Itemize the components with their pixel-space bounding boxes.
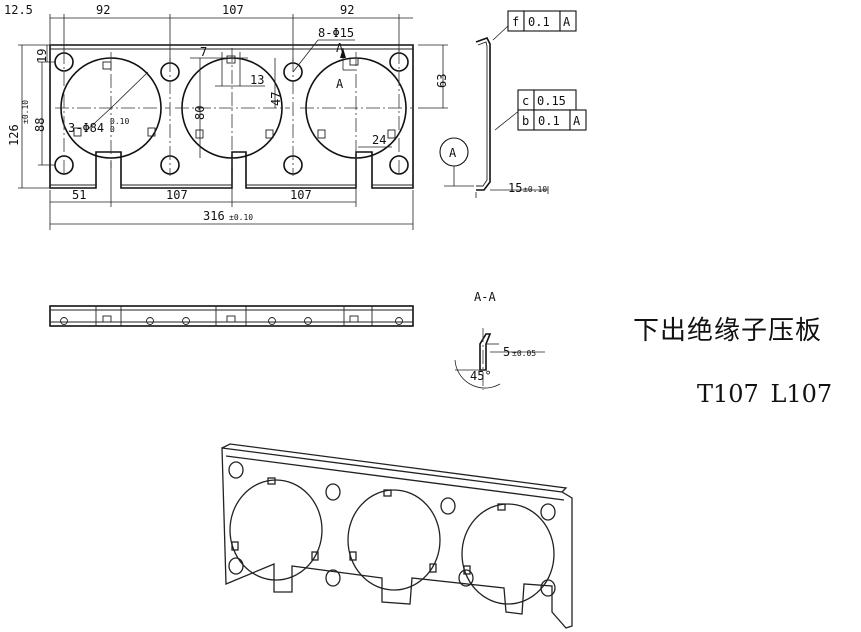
dim-80: 80	[193, 106, 207, 120]
dim-126: 126	[7, 124, 21, 146]
dim-top-92a: 92	[96, 3, 110, 17]
dim-88: 88	[33, 118, 47, 132]
hole-tabs	[73, 55, 396, 139]
dim-bottom-107b: 107	[290, 188, 312, 202]
dim-19: 19	[35, 49, 49, 63]
dim-3phi84-tol: 0.10	[110, 117, 129, 126]
dim-bottom-107a: 107	[166, 188, 188, 202]
center-lines	[55, 48, 412, 176]
tolerance-frame-profile: c 0.15	[517, 89, 577, 111]
dim-126-tol: ±0.10	[21, 100, 30, 124]
dim-bottom-51: 51	[72, 188, 86, 202]
dim-63: 63	[435, 74, 449, 88]
dim-13: 13	[250, 73, 264, 87]
tolerance-frame-flatness: f 0.1 A	[507, 10, 577, 32]
svg-text:0.1: 0.1	[528, 15, 550, 29]
svg-text:b: b	[522, 114, 529, 128]
section-a-a: A-A 5 ±0.05 45°	[454, 290, 545, 390]
dim-3phi84-tol-lower: 0	[110, 125, 115, 134]
dim-7: 7	[200, 45, 207, 59]
section-arrow-bottom: A	[336, 77, 344, 91]
datum-label: A	[449, 146, 457, 160]
svg-text:c: c	[522, 94, 529, 108]
front-view	[49, 44, 414, 189]
dim-overall-tol: ±0.10	[229, 213, 253, 222]
dim-47: 47	[269, 92, 283, 106]
dimension-text: 12.5 92 107 92 19 126 ±0.10 88 8-Φ15 7 1…	[4, 3, 449, 223]
dim-top-107: 107	[222, 3, 244, 17]
iso-hole-2	[347, 489, 441, 591]
plate-outline	[49, 44, 414, 189]
svg-text:A: A	[563, 15, 571, 29]
iso-hole-1	[229, 479, 323, 581]
dim-flange: 15	[508, 181, 522, 195]
isometric-view	[221, 443, 573, 629]
dim-24: 24	[372, 133, 386, 147]
dim-3phi84: 3-Φ84	[68, 121, 104, 135]
dim-top-92b: 92	[340, 3, 354, 17]
dimension-lines	[18, 14, 448, 230]
dim-overall: 316	[203, 209, 225, 223]
dim-lip: 5	[503, 345, 510, 359]
dim-flange-tol: ±0.10	[523, 185, 547, 194]
section-title: A-A	[474, 290, 496, 304]
side-view: A 15 ±0.10	[439, 25, 549, 198]
svg-text:f: f	[512, 15, 519, 29]
svg-text:0.1: 0.1	[538, 114, 560, 128]
hole-callout: 8-Φ15	[318, 26, 354, 40]
svg-text:A: A	[573, 114, 581, 128]
iso-plate-outline	[221, 447, 573, 629]
model-code: T107 L107	[697, 380, 833, 408]
dim-lip-tol: ±0.05	[512, 349, 536, 358]
section-arrow-top: A	[336, 41, 344, 55]
tolerance-frame-parallel: b 0.1 A	[517, 109, 587, 131]
dim-top-12-5: 12.5	[4, 3, 33, 17]
iso-hole-3	[461, 503, 555, 605]
dim-angle: 45°	[470, 369, 492, 383]
svg-text:0.15: 0.15	[537, 94, 566, 108]
top-view	[49, 305, 414, 327]
part-name: 下出绝缘子压板	[633, 316, 823, 346]
